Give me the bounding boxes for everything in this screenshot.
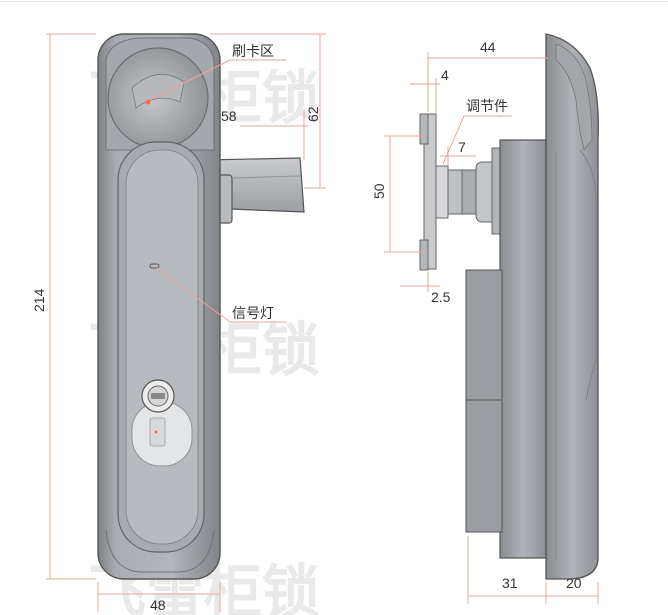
bottom-bevel bbox=[105, 529, 215, 573]
lever-edge bbox=[231, 175, 301, 179]
side-card-hump bbox=[555, 43, 593, 151]
signal-light bbox=[149, 263, 160, 269]
leader-card-area bbox=[149, 59, 231, 101]
dim-50-value: 50 bbox=[371, 183, 387, 199]
front-dimensions: 214 48 62 58 刷卡区 信号灯 bbox=[31, 33, 326, 613]
adjuster-spacer-1 bbox=[435, 165, 449, 219]
dim-7-value: 7 bbox=[458, 139, 466, 155]
handle-panel-inner bbox=[125, 149, 199, 545]
dim-48-value: 48 bbox=[150, 597, 166, 613]
side-handle-contour bbox=[579, 149, 597, 401]
side-dimensions: 44 4 调节件 7 50 2.5 31 20 bbox=[371, 39, 599, 604]
dim-44-value: 44 bbox=[480, 39, 496, 55]
side-body bbox=[499, 139, 547, 559]
dim-214-value: 214 bbox=[31, 288, 47, 312]
dim-31-value: 31 bbox=[502, 575, 518, 591]
dim-62-value: 62 bbox=[305, 106, 321, 122]
mount-plate-bottom-tab bbox=[419, 239, 429, 271]
front-view bbox=[97, 33, 305, 580]
label-signal-light: 信号灯 bbox=[232, 306, 274, 322]
dim-20-value: 20 bbox=[566, 575, 582, 591]
dim-4-value: 4 bbox=[441, 67, 449, 83]
dim-2-5-value: 2.5 bbox=[431, 289, 451, 305]
key-marker bbox=[154, 430, 158, 434]
side-handle-profile bbox=[545, 33, 599, 580]
adjuster-spacer-3 bbox=[461, 169, 477, 215]
card-area-highlight bbox=[131, 74, 185, 109]
side-housing bbox=[465, 269, 503, 533]
mount-plate-top-tab bbox=[419, 113, 429, 145]
adjuster-spacer-2 bbox=[447, 169, 463, 215]
dim-58-value: 58 bbox=[221, 108, 237, 124]
label-card-area: 刷卡区 bbox=[232, 44, 274, 60]
side-view bbox=[419, 33, 599, 580]
leader-signal-light bbox=[156, 267, 231, 323]
key-slot bbox=[151, 393, 165, 399]
label-adjuster: 调节件 bbox=[466, 99, 508, 115]
card-area-marker bbox=[145, 99, 151, 105]
